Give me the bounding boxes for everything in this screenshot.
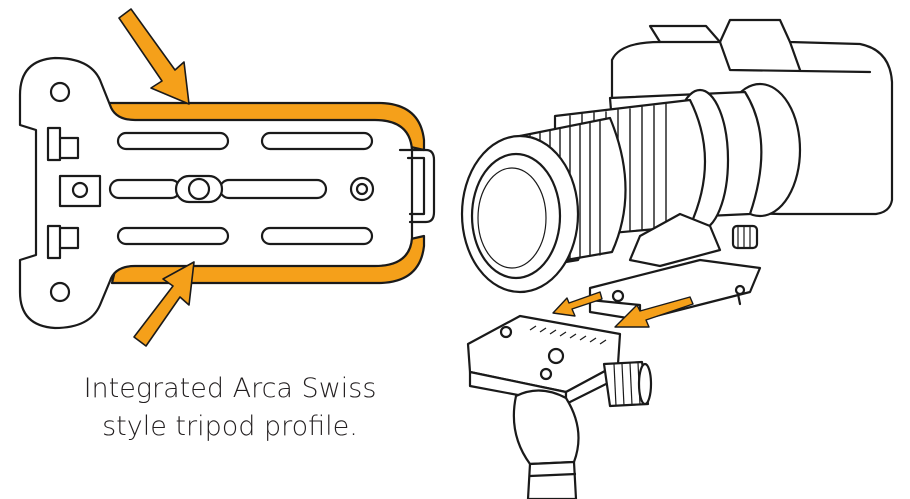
collar-lock-knob [731, 224, 759, 250]
lower-clip [46, 224, 62, 260]
upper-clip [46, 126, 62, 162]
arrow-group-plate [118, 8, 195, 347]
centre-screw [187, 177, 211, 201]
foot-plate [588, 258, 762, 322]
slot-top-left [116, 131, 230, 151]
lens-front-glass [470, 152, 562, 280]
caption: Integrated Arca Swiss style tripod profi… [40, 370, 420, 446]
clamp-bubble-level [499, 325, 513, 339]
slot-mid-left [108, 178, 182, 200]
lens-tripod-foot [628, 212, 722, 268]
left-screw [71, 181, 89, 199]
top-mount-hole [49, 81, 71, 103]
tripod-clamp [466, 314, 653, 499]
bottom-mount-hole [49, 281, 71, 303]
lens-foot-plate [18, 56, 436, 330]
tripod-stem [526, 460, 578, 499]
caption-line-1: Integrated Arca Swiss [83, 373, 377, 404]
slide-arrow-left-icon [552, 291, 603, 317]
safety-stop [398, 148, 436, 224]
slide-arrow-right-icon [614, 296, 694, 328]
slot-bottom-left [116, 226, 230, 246]
ball-head [512, 389, 580, 466]
up-arrow-icon [133, 261, 195, 347]
slide-arrows [552, 291, 694, 328]
down-arrow-icon [118, 8, 190, 105]
slot-top-right [260, 131, 374, 151]
clamp-scale [529, 325, 607, 345]
camera-assembly [460, 18, 894, 322]
slot-mid-right [218, 178, 328, 200]
slot-bottom-right [260, 226, 374, 246]
caption-line-2: style tripod profile. [102, 411, 358, 442]
